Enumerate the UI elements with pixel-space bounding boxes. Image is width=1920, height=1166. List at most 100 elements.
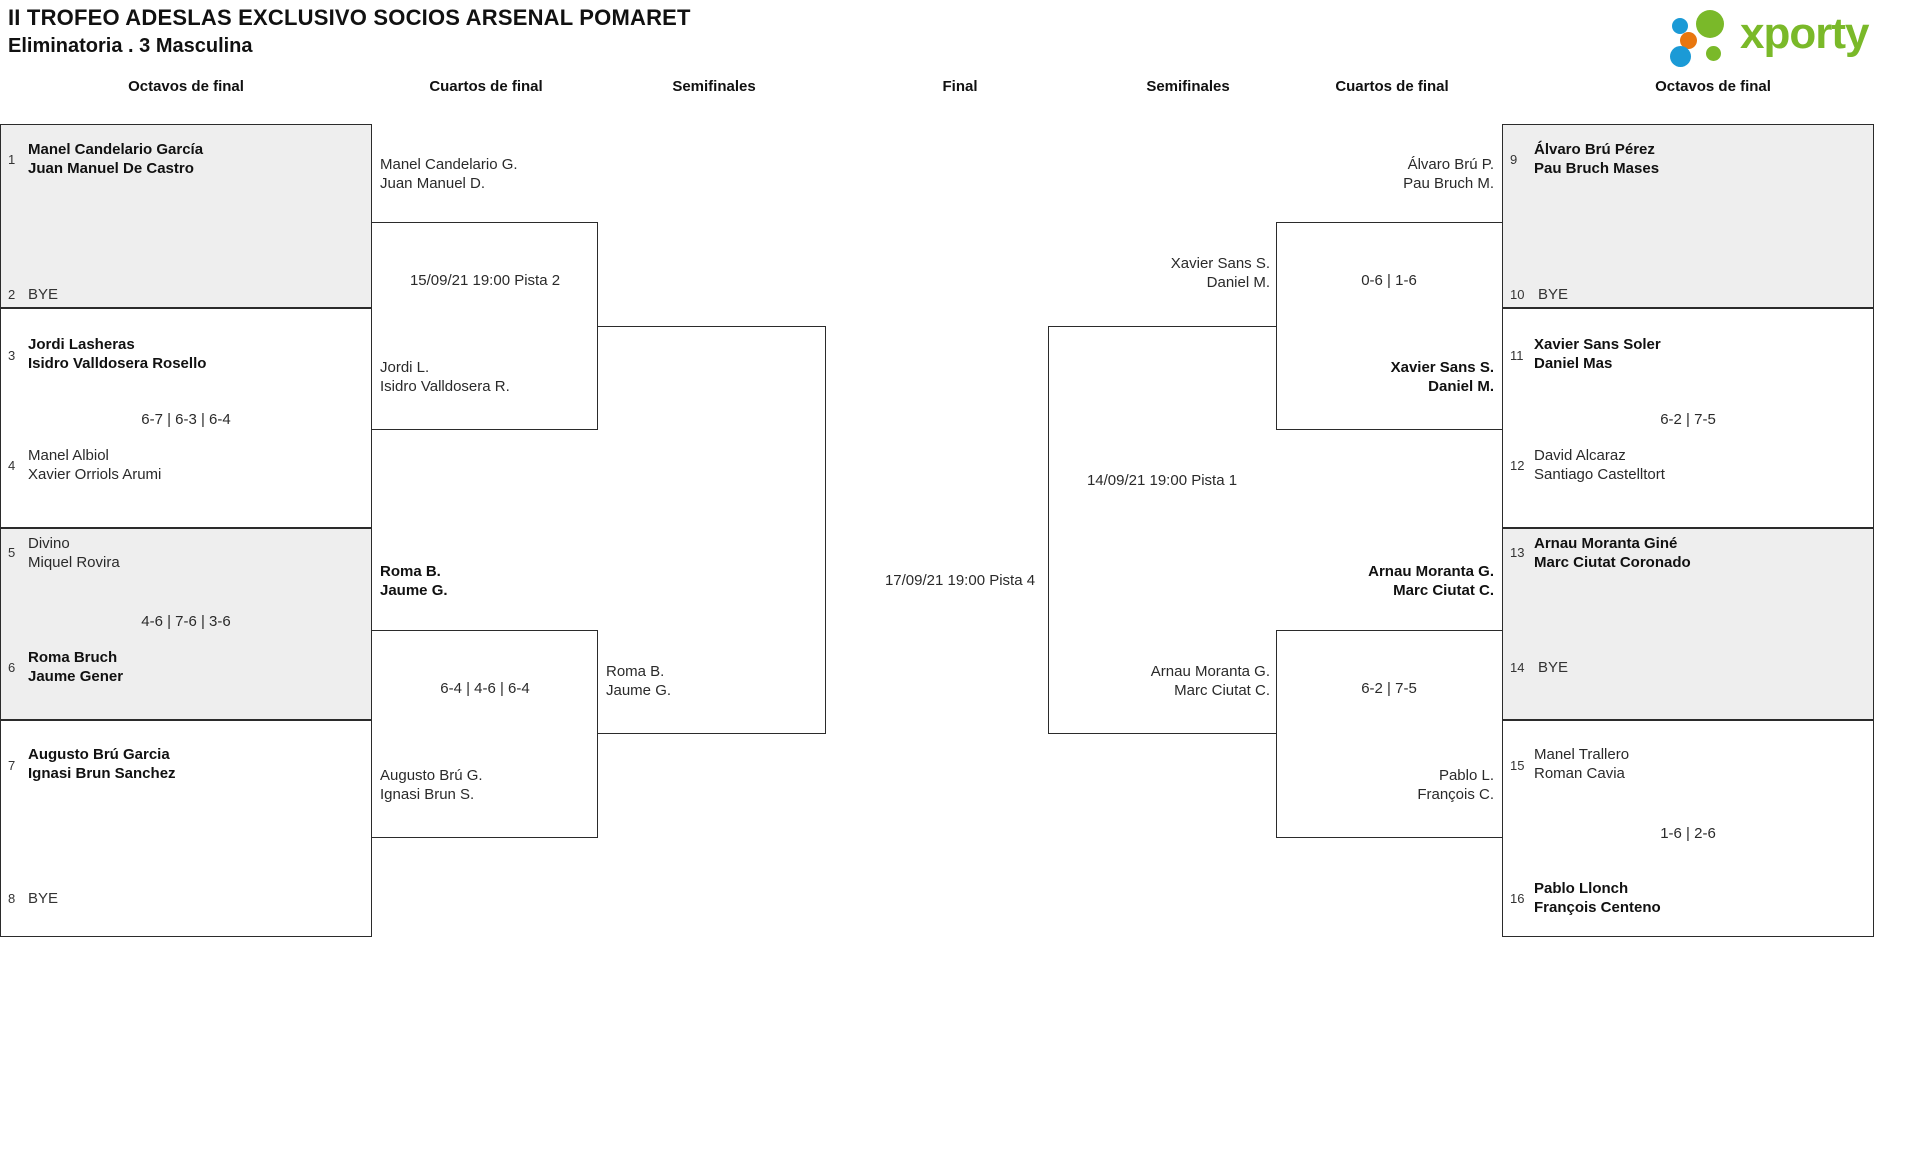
left-r16-match-2-score: 6-7 | 6-3 | 6-4 [141,411,231,428]
right-qf-match-1-team-b: Xavier Sans S. Daniel M. [1276,358,1494,396]
seed-3: 3 [8,348,16,363]
player-name: Arnau Moranta G. [1368,563,1494,580]
right-r16-match-2-team-a: Xavier Sans Soler Daniel Mas [1534,335,1661,373]
final-schedule: 17/09/21 19:00 Pista 4 [884,572,1036,589]
seed-12: 12 [1510,458,1525,473]
logo-dot-orange [1680,32,1697,49]
player-name: Roma Bruch [28,649,118,666]
page-subtitle: Eliminatoria . 3 Masculina [8,35,253,57]
right-qf-match-1-team-a: Álvaro Brú P. Pau Bruch M. [1276,155,1494,193]
left-r16-match-4[interactable] [0,720,372,937]
player-name: Juan Manuel De Castro [28,160,194,177]
page-title: II TROFEO ADESLAS EXCLUSIVO SOCIOS ARSEN… [8,5,691,30]
left-r16-match-1[interactable] [0,124,372,308]
player-name: Pablo L. [1438,767,1494,784]
round-header-right-qf: Cuartos de final [1335,78,1449,95]
player-name: Marc Ciutat C. [1174,682,1270,699]
player-name: Divino [28,535,70,552]
seed-1: 1 [8,152,16,167]
seed-4: 4 [8,458,16,473]
player-name: Marc Ciutat C. [1393,582,1494,599]
right-sf-team-b: Arnau Moranta G. Marc Ciutat C. [1048,662,1270,700]
left-qf-match-2-team-a: Roma B. Jaume G. [380,562,448,600]
logo-dot-green-small [1706,46,1721,61]
player-name: Manel Candelario García [28,141,204,158]
player-name: Daniel Mas [1534,355,1613,372]
player-name: Augusto Brú G. [380,767,483,784]
player-name: Arnau Moranta G. [1150,663,1270,680]
seed-5: 5 [8,545,16,560]
round-header-left-sf: Semifinales [672,78,756,95]
logo-dot-green-large [1696,10,1724,38]
round-header-left-qf: Cuartos de final [429,78,543,95]
left-qf-match-2-score: 6-4 | 4-6 | 6-4 [440,680,530,697]
player-name: Miquel Rovira [28,554,120,571]
player-name: Pau Bruch Mases [1534,160,1660,177]
right-r16-match-4-score: 1-6 | 2-6 [1660,825,1716,842]
left-r16-match-3-team-a: Divino Miquel Rovira [28,534,120,572]
right-r16-match-1[interactable] [1502,124,1874,308]
player-name: François C. [1417,786,1494,803]
seed-8: 8 [8,891,16,906]
right-r16-match-3-team-a: Arnau Moranta Giné Marc Ciutat Coronado [1534,534,1691,572]
left-qf-connector-2 [372,630,598,838]
round-header-right-r16: Octavos de final [1655,78,1771,95]
left-r16-match-4-team-b: BYE [28,890,59,907]
player-name: Pablo Llonch [1534,880,1629,897]
seed-6: 6 [8,660,16,675]
right-qf-connector-2 [1276,630,1502,838]
right-sf-connector [1048,326,1276,734]
round-header-right-sf: Semifinales [1146,78,1230,95]
right-r16-match-2[interactable] [1502,308,1874,528]
player-name: Roma B. [606,663,665,680]
round-header-final: Final [942,78,978,95]
right-qf-match-2-score: 6-2 | 7-5 [1361,680,1417,697]
seed-2: 2 [8,287,16,302]
logo-wordmark: xporty [1740,9,1869,58]
right-r16-match-3-team-b: BYE [1538,659,1569,676]
player-name: Ignasi Brun S. [380,786,475,803]
right-r16-match-4-team-a: Manel Trallero Roman Cavia [1534,745,1629,783]
right-qf-connector-1 [1276,222,1502,430]
player-name: Arnau Moranta Giné [1534,535,1678,552]
player-name: Daniel M. [1206,274,1270,291]
left-r16-match-4-team-a: Augusto Brú Garcia Ignasi Brun Sanchez [28,745,176,783]
player-name: Xavier Sans S. [1170,255,1270,272]
player-name: Álvaro Brú Pérez [1534,141,1655,158]
seed-13: 13 [1510,545,1525,560]
left-sf-connector [598,326,826,734]
player-name: Jordi Lasheras [28,336,135,353]
player-name: Álvaro Brú P. [1407,156,1494,173]
right-qf-match-2-team-b: Pablo L. François C. [1276,766,1494,804]
round-header-left-r16: Octavos de final [128,78,244,95]
seed-16: 16 [1510,891,1525,906]
right-sf-team-a: Xavier Sans S. Daniel M. [1048,254,1270,292]
right-r16-match-1-team-a: Álvaro Brú Pérez Pau Bruch Mases [1534,140,1659,178]
player-name: Manel Albiol [28,447,109,464]
seed-7: 7 [8,758,16,773]
player-name: Roma B. [380,563,441,580]
xporty-logo[interactable]: xporty [1662,6,1902,67]
left-qf-match-1-schedule: 15/09/21 19:00 Pista 2 [409,272,561,289]
left-qf-connector-1 [372,222,598,430]
player-name: Juan Manuel D. [380,175,486,192]
right-r16-match-3[interactable] [1502,528,1874,720]
left-qf-match-1-team-a: Manel Candelario G. Juan Manuel D. [380,155,518,193]
right-r16-match-4-team-b: Pablo Llonch François Centeno [1534,879,1661,917]
player-name: Roman Cavia [1534,765,1625,782]
right-r16-match-4[interactable] [1502,720,1874,937]
player-name: Isidro Valldosera R. [380,378,510,395]
right-r16-match-2-score: 6-2 | 7-5 [1660,411,1716,428]
left-r16-match-1-team-b: BYE [28,286,59,303]
player-name: Ignasi Brun Sanchez [28,765,176,782]
player-name: Jaume Gener [28,668,124,685]
player-name: David Alcaraz [1534,447,1626,464]
left-r16-match-1-team-a: Manel Candelario García Juan Manuel De C… [28,140,203,178]
page-title-block: II TROFEO ADESLAS EXCLUSIVO SOCIOS ARSEN… [8,4,691,60]
left-r16-match-2-team-b: Manel Albiol Xavier Orriols Arumi [28,446,161,484]
player-name: Manel Candelario G. [380,156,518,173]
left-r16-match-2[interactable] [0,308,372,528]
left-sf-team: Roma B. Jaume G. [606,662,671,700]
left-r16-match-3[interactable] [0,528,372,720]
player-name: Xavier Orriols Arumi [28,466,162,483]
